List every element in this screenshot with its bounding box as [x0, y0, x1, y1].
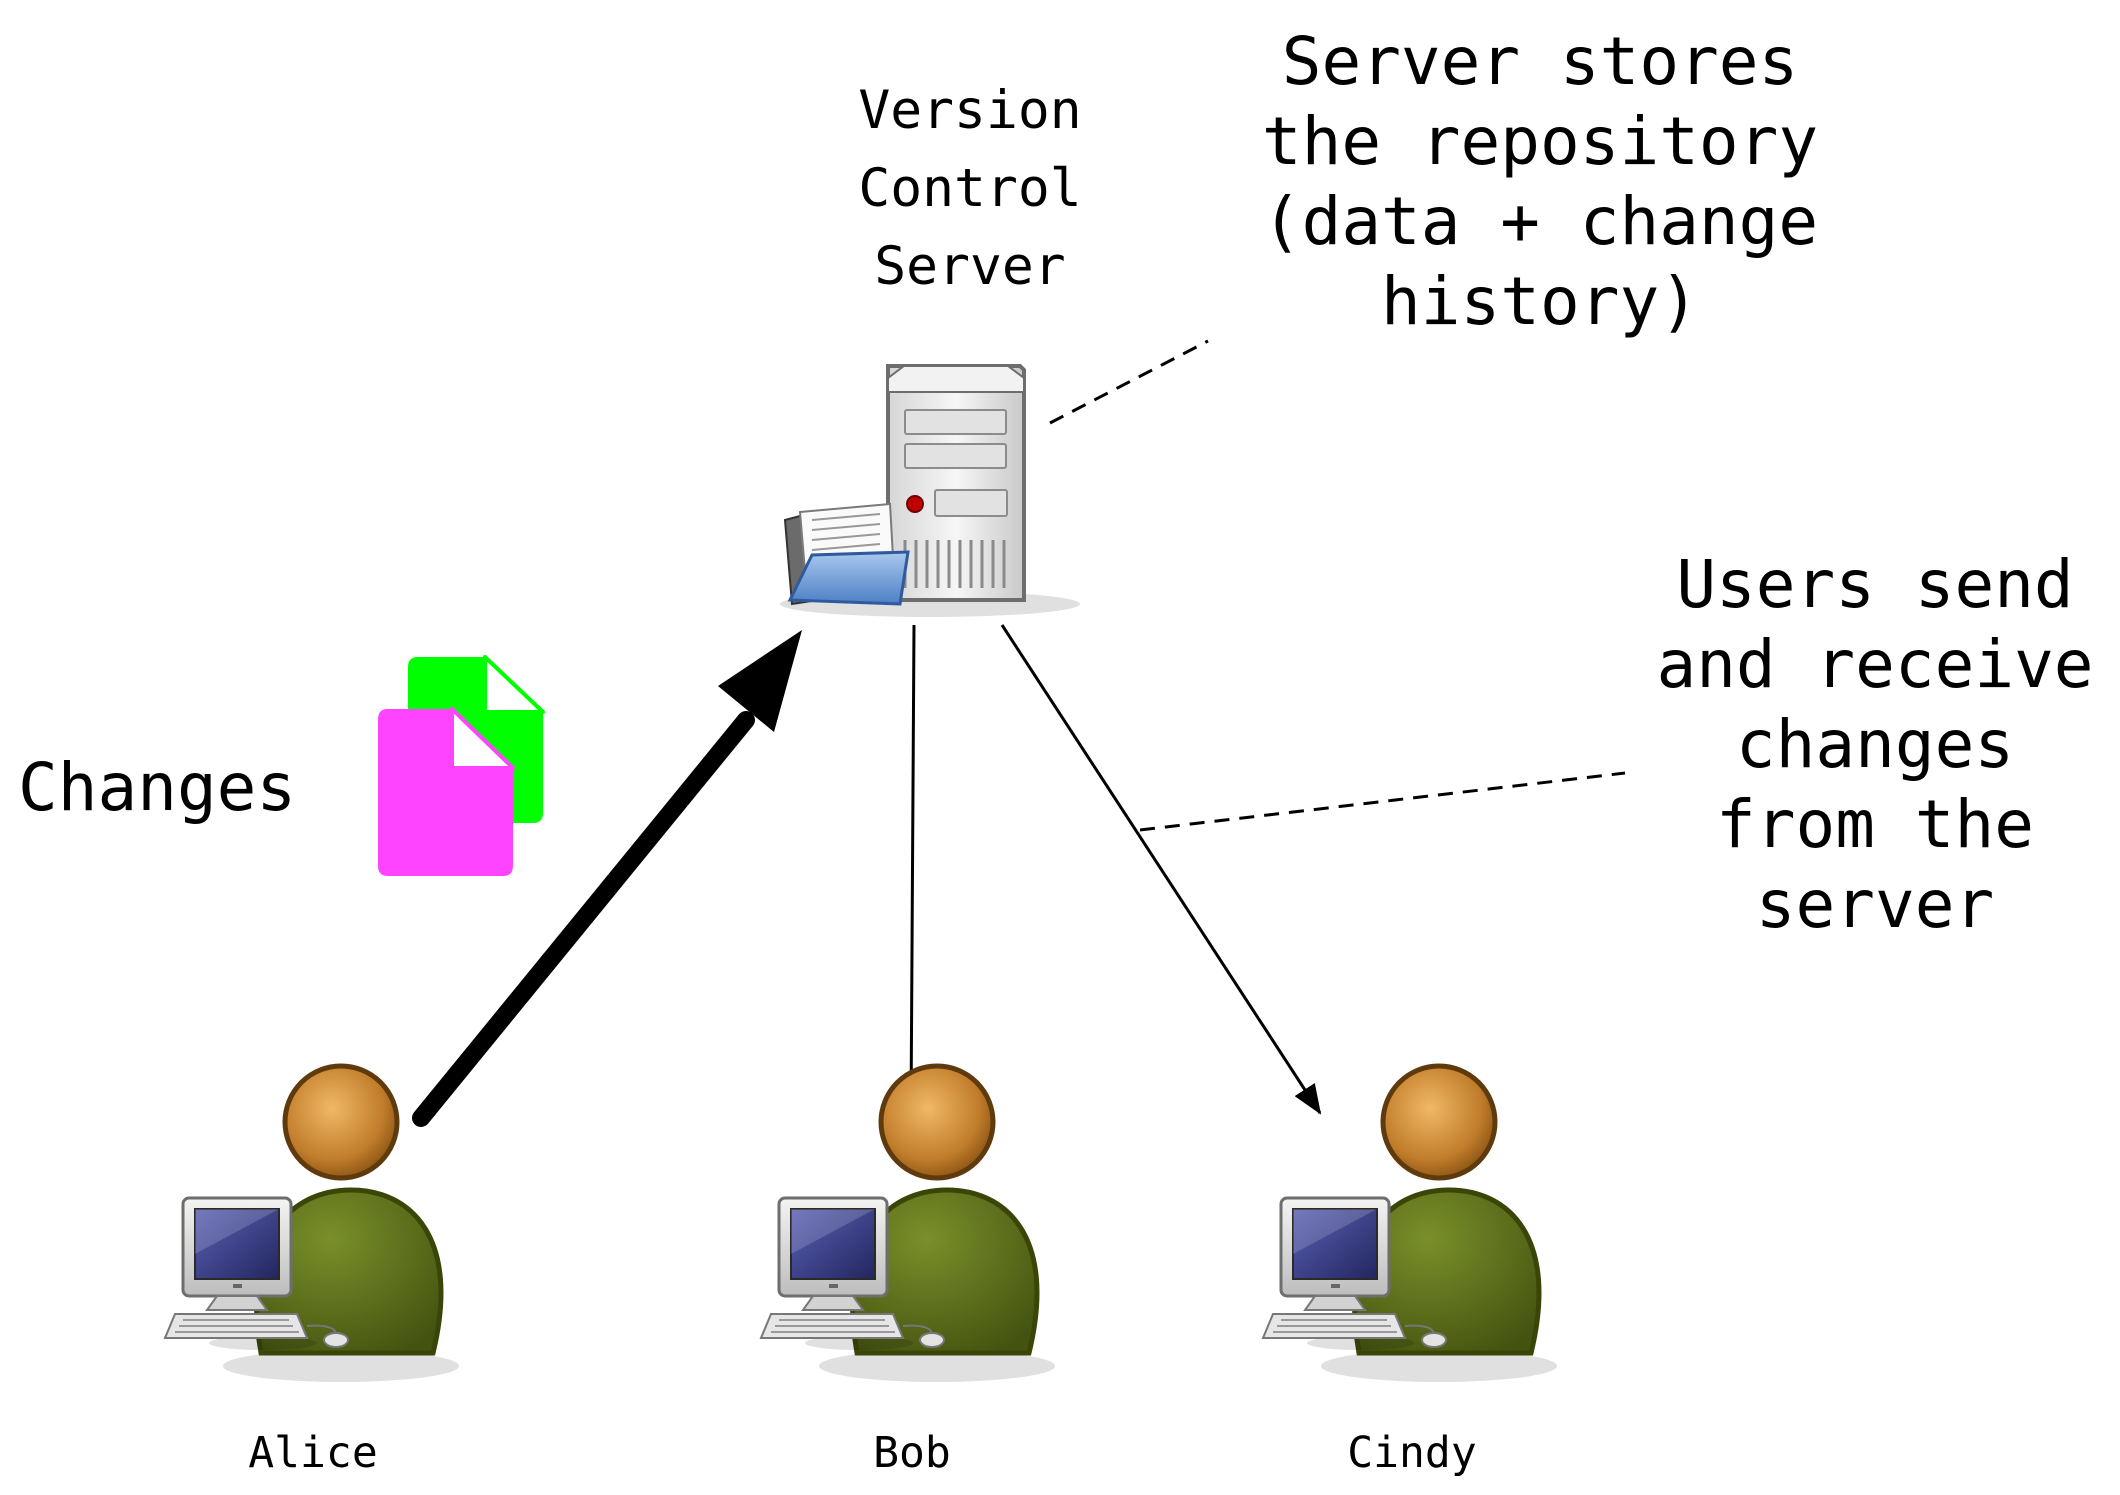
user-cindy-icon — [1263, 1066, 1557, 1382]
download-arrow-cindy — [1000, 624, 1322, 1115]
server-note: Server stores the repository (data + cha… — [1200, 22, 1880, 342]
users-note: Users send and receive changes from the … — [1630, 545, 2120, 945]
document-pair-icon — [378, 655, 545, 876]
server-caption: Version Control Server — [780, 72, 1160, 306]
server-with-open-folder-icon — [780, 364, 1080, 617]
download-arrow-bob — [899, 624, 924, 1115]
server-callout-line — [1049, 339, 1209, 425]
server-note-line: Server stores — [1281, 23, 1799, 100]
user-cindy-name: Cindy — [1347, 1428, 1477, 1478]
users-note-line: from the — [1716, 786, 2034, 863]
server-note-line: (data + change — [1261, 183, 1819, 260]
users-note-line: changes — [1735, 706, 2015, 783]
server-caption-line: Server — [874, 236, 1066, 297]
changed-document-front-icon — [378, 707, 515, 876]
upload-arrow — [412, 630, 802, 1127]
server-caption-line: Version — [858, 80, 1082, 141]
server-note-line: the repository — [1261, 103, 1819, 180]
server-note-line: history) — [1381, 263, 1699, 340]
users-note-line: Users send — [1676, 546, 2074, 623]
server-caption-line: Control — [858, 158, 1082, 219]
user-alice-name: Alice — [248, 1428, 378, 1478]
users-note-line: server — [1755, 866, 1995, 943]
user-bob-name: Bob — [873, 1428, 951, 1478]
changes-label: Changes — [18, 749, 297, 826]
user-bob-icon — [761, 1066, 1055, 1382]
users-callout-line — [1139, 771, 1626, 832]
users-note-line: and receive — [1656, 626, 2094, 703]
